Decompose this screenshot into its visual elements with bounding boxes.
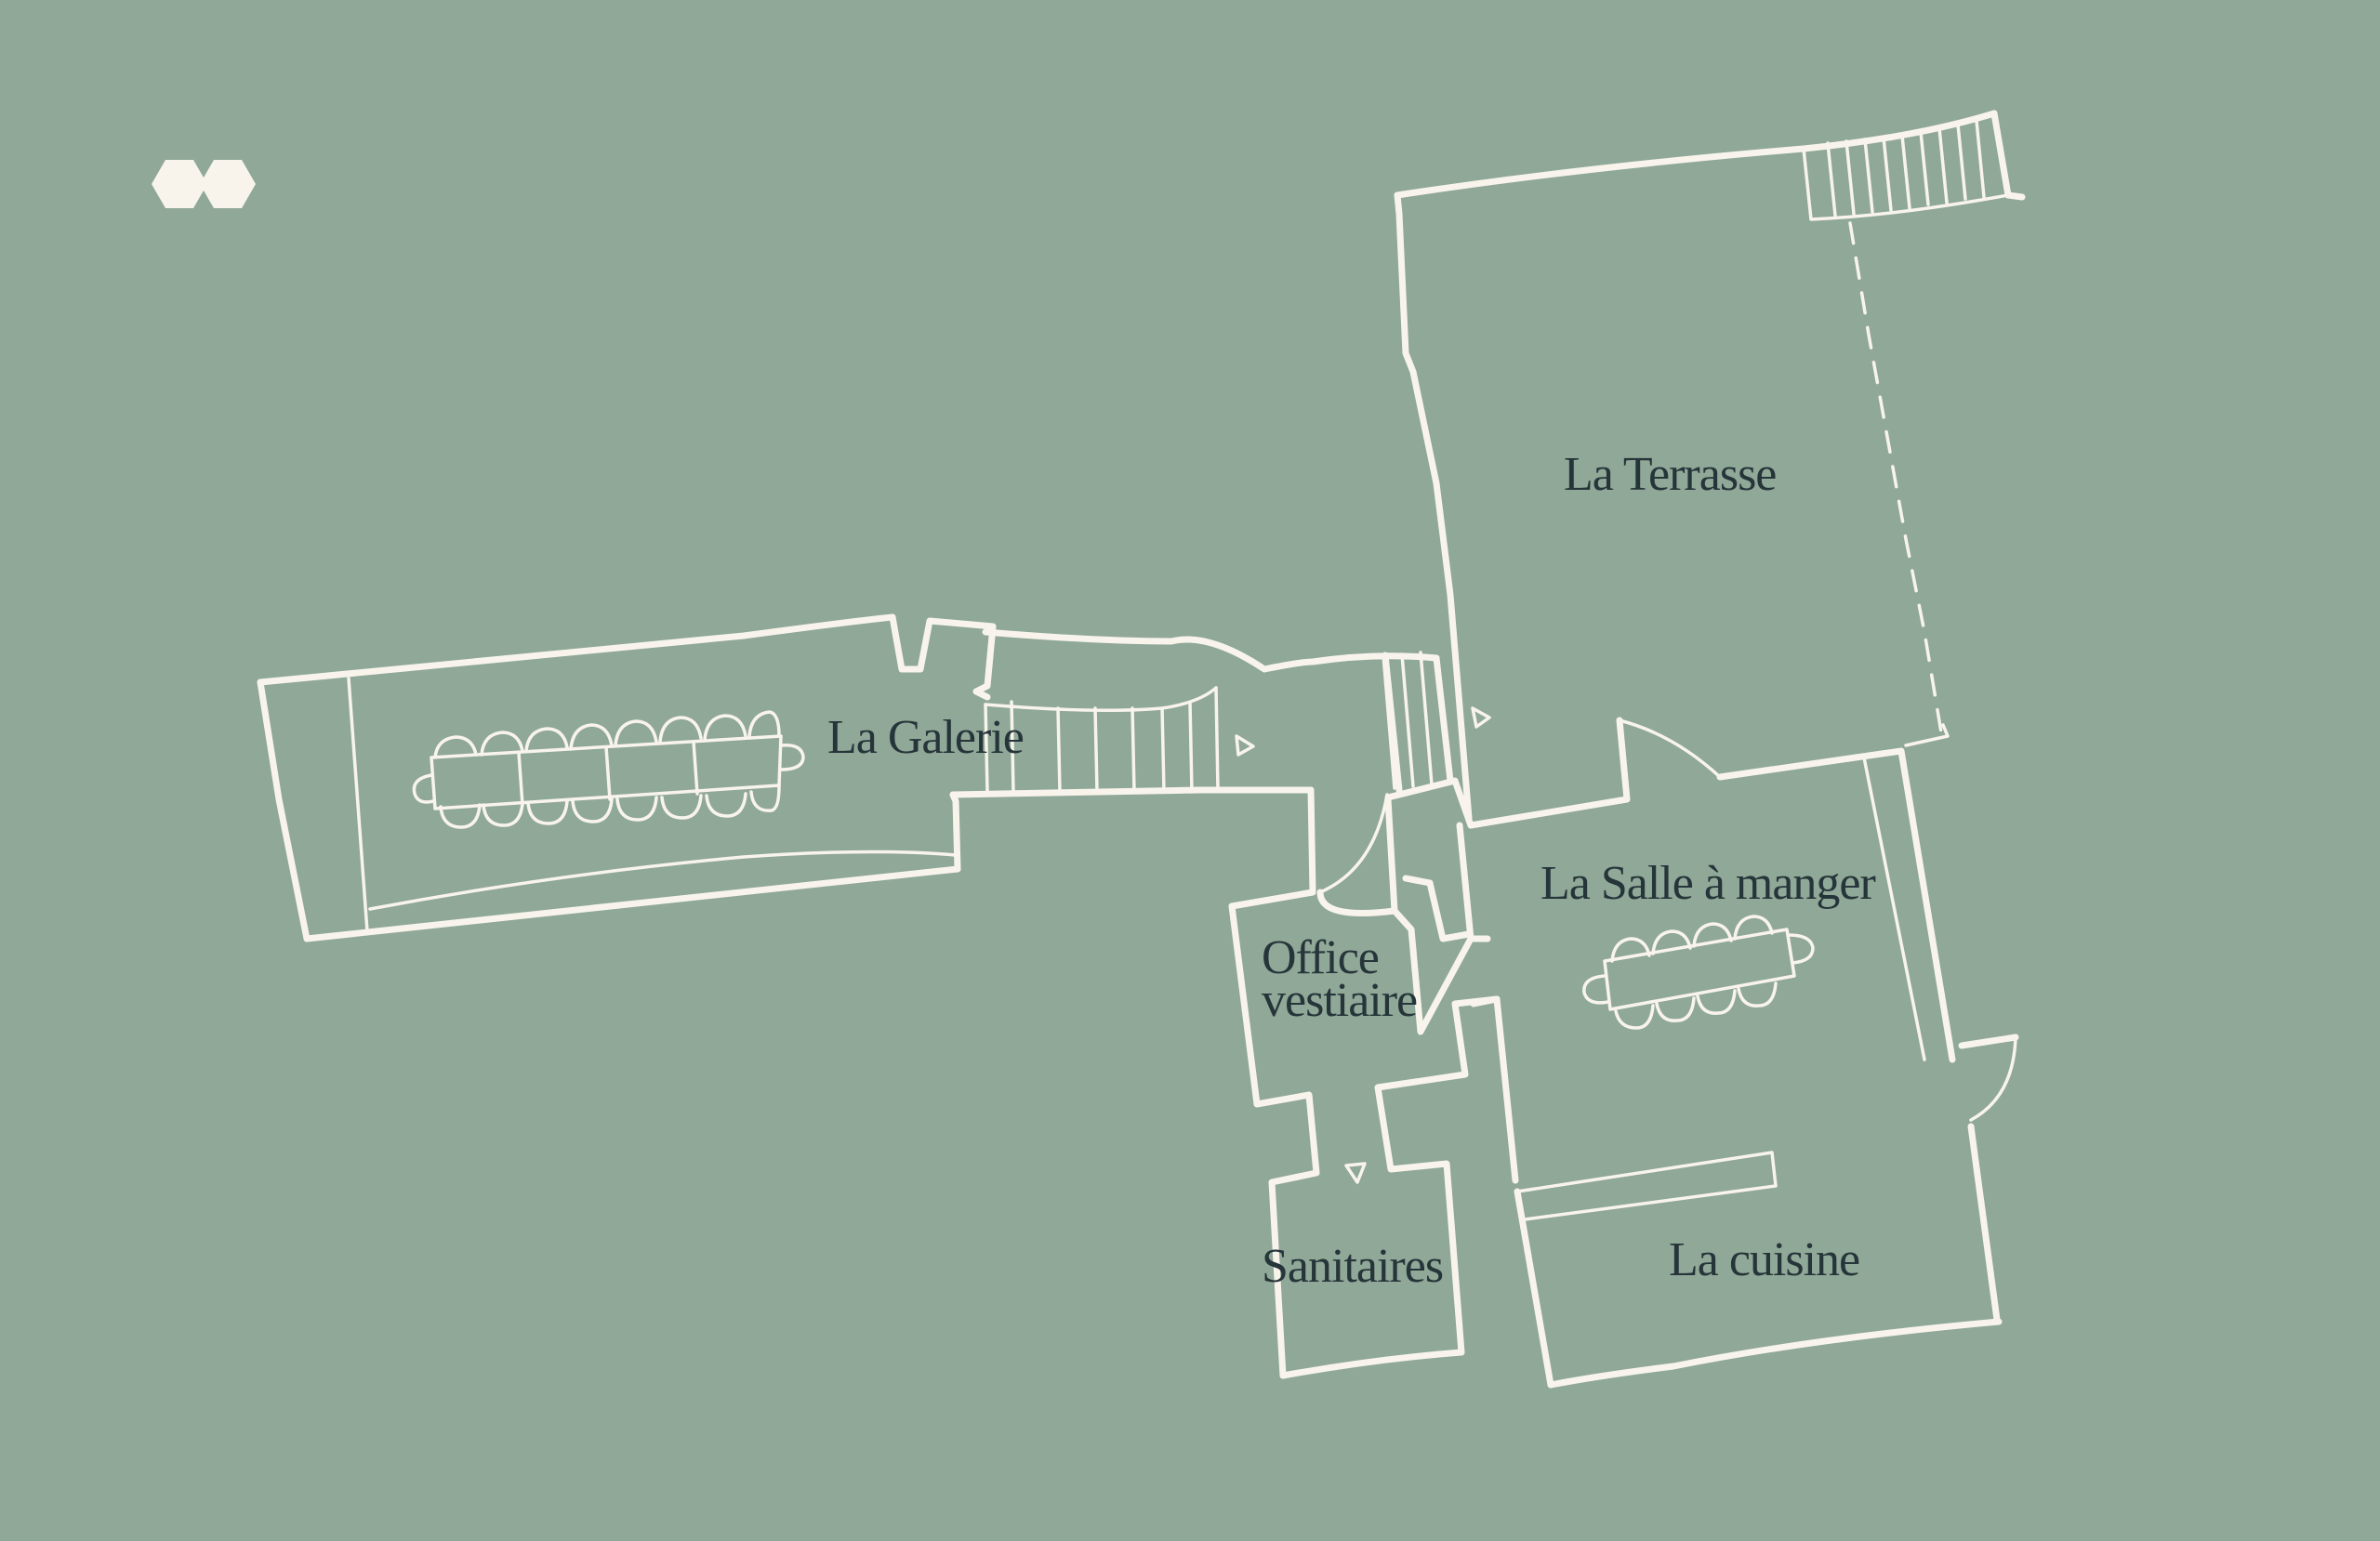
room-label-cuisine: La cuisine bbox=[1669, 1233, 1860, 1286]
room-label-office: Office vestiaire bbox=[1262, 931, 1418, 1027]
cuisine-walls bbox=[1514, 1151, 2003, 1389]
room-label-office-line2: vestiaire bbox=[1262, 974, 1418, 1027]
terrasse-walls bbox=[1394, 110, 2026, 822]
salle-walls bbox=[1467, 717, 2019, 1324]
terrasse-stairs bbox=[1826, 119, 1986, 217]
galerie-walls bbox=[257, 613, 997, 942]
double-hexagon-logo-icon bbox=[152, 160, 256, 208]
room-label-sanitaires: Sanitaires bbox=[1262, 1240, 1444, 1293]
galerie-table bbox=[412, 710, 805, 829]
office-walls bbox=[1228, 889, 1501, 1379]
salle-table bbox=[1582, 915, 1815, 1030]
central-corridor-walls bbox=[949, 628, 1491, 1035]
room-label-terrasse: La Terrasse bbox=[1564, 448, 1777, 501]
entrance-triangle-icon bbox=[1235, 706, 1491, 1184]
room-label-salle: La Salle à manger bbox=[1540, 857, 1876, 910]
room-label-office-line1: Office bbox=[1262, 931, 1380, 984]
room-label-galerie: La Galerie bbox=[827, 711, 1025, 764]
